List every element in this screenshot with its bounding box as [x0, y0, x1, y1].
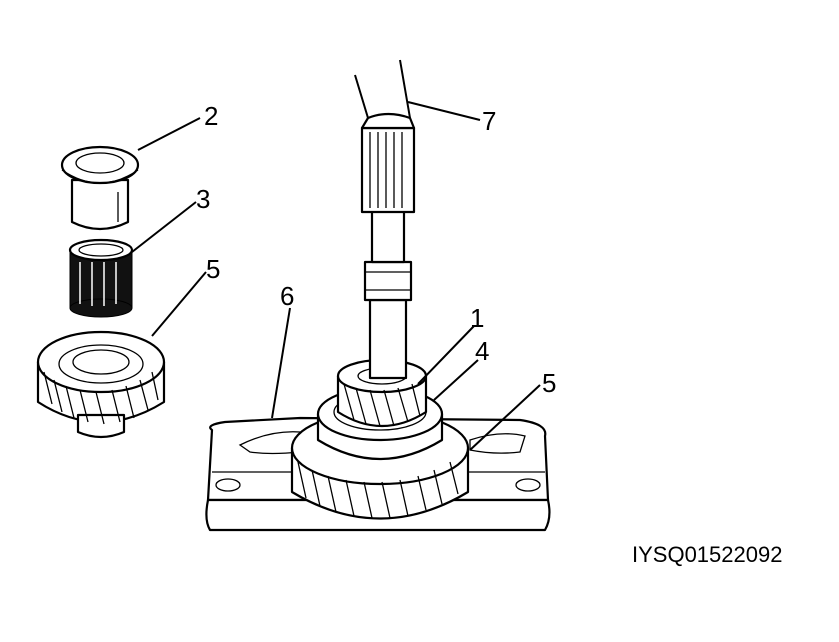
needle-bearing-part [68, 238, 134, 318]
callout-2: 2 [204, 101, 218, 131]
gear-part-left [36, 330, 166, 439]
collar-part [60, 145, 140, 231]
figure-code: IYSQ01522092 [632, 542, 782, 567]
callout-5-right: 5 [542, 368, 556, 398]
callout-7: 7 [482, 106, 496, 136]
callout-4: 4 [475, 336, 489, 366]
input-shaft [354, 59, 416, 380]
callout-5-left: 5 [206, 254, 220, 284]
callout-1: 1 [470, 303, 484, 333]
helical-gear [336, 358, 428, 428]
leader-lines [131, 101, 541, 451]
callout-6: 6 [280, 281, 294, 311]
callout-3: 3 [196, 184, 210, 214]
